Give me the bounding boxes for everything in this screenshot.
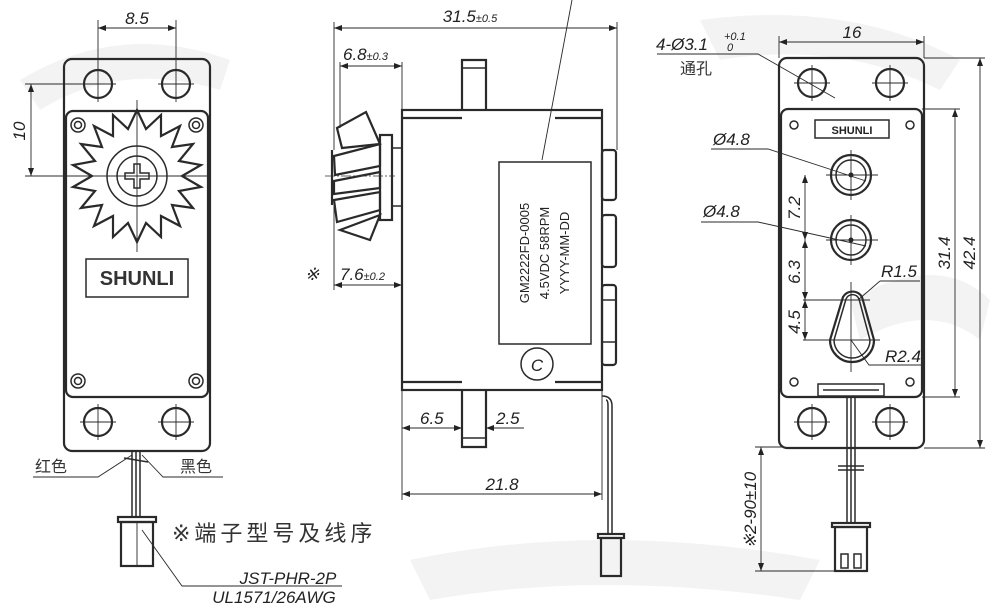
- teardrop-slot: [803, 282, 880, 372]
- rear-cable: [846, 396, 856, 524]
- front-logo-text: SHUNLI: [100, 268, 174, 290]
- dim-hole-to-gear: 10: [10, 121, 29, 140]
- dim-bore-spacing: 7.2: [785, 196, 804, 220]
- wire-black-label: 黑色: [180, 457, 212, 476]
- dim-bore-1: Ø4.8: [712, 130, 750, 149]
- wire-spec: UL1571/26AWG: [212, 588, 335, 607]
- dim-slot-length: 4.5: [785, 310, 804, 334]
- dim-wire-length: ※2-90±10: [741, 471, 760, 548]
- rear-mount-holes: [794, 65, 908, 440]
- rear-view: SHUNLI 16 4-Ø3.1 +0.1 0: [656, 23, 985, 573]
- wire-red-label: 红色: [35, 457, 67, 476]
- dim-mount-holes-tol-lower: 0: [727, 42, 734, 54]
- dim-slot-offset: 6.3: [785, 260, 804, 284]
- side-view: GM2222FD-0005 4.5VDC 58RPM YYYY-MM-DD C …: [305, 0, 626, 578]
- rear-logo-box: [814, 119, 890, 139]
- side-body: [400, 108, 604, 392]
- side-label: [498, 161, 592, 345]
- label-voltage-rpm: 4.5VDC 58RPM: [537, 207, 552, 299]
- front-logo-box: [85, 258, 189, 298]
- label-date: YYYY-MM-DD: [557, 212, 572, 295]
- dim-body-length: 21.8: [484, 475, 519, 494]
- dim-slot-large-radius: R2.4: [885, 347, 921, 366]
- watermark: [20, 15, 990, 600]
- note-mark: ※: [305, 265, 320, 284]
- rear-logo-text: SHUNLI: [832, 125, 873, 137]
- dim-slot-small-radius: R1.5: [881, 262, 917, 281]
- circle-c-mark: [520, 347, 554, 381]
- dim-gear-offset: 7.6±0.2: [340, 265, 385, 284]
- side-connector: [599, 536, 623, 578]
- front-wires: [131, 451, 141, 518]
- mount-holes-note: 通孔: [680, 59, 712, 78]
- rear-connector: [833, 525, 869, 573]
- dim-flange-offset: 6.5: [420, 409, 444, 428]
- dim-rear-width: 16: [843, 23, 862, 42]
- bore-holes: [826, 150, 878, 265]
- dim-flange-thickness: 2.5: [495, 409, 520, 428]
- front-small-screws: [70, 117, 204, 389]
- screw-cross-icon: [124, 163, 150, 189]
- dim-mount-holes-tol-upper: +0.1: [724, 31, 746, 43]
- dim-bore-2: Ø4.8: [702, 202, 740, 221]
- dim-total-length: 31.5±0.5: [443, 7, 498, 26]
- front-mount-holes: [80, 66, 194, 440]
- dim-body-height: 31.4: [935, 236, 954, 269]
- bevel-gear-side: [325, 110, 403, 242]
- dim-total-height: 42.4: [960, 236, 979, 269]
- gear-centerlines: [64, 100, 210, 252]
- svg-text:C: C: [531, 356, 544, 375]
- front-view: SHUNLI 8.5 10 红色 黑色 ※端子型号及线序 JST-PHR-2P …: [10, 9, 376, 607]
- label-model: GM2222FD-0005: [517, 203, 532, 303]
- front-outer-plate: [62, 57, 212, 453]
- side-cable: [601, 395, 613, 535]
- side-bumps: [600, 148, 618, 367]
- connector-model: JST-PHR-2P: [239, 569, 337, 588]
- dim-hole-pitch: 8.5: [125, 9, 149, 28]
- terminal-note: ※端子型号及线序: [172, 522, 376, 547]
- dim-gear-length: 6.8±0.3: [343, 45, 389, 64]
- dim-mount-holes: 4-Ø3.1: [656, 35, 708, 54]
